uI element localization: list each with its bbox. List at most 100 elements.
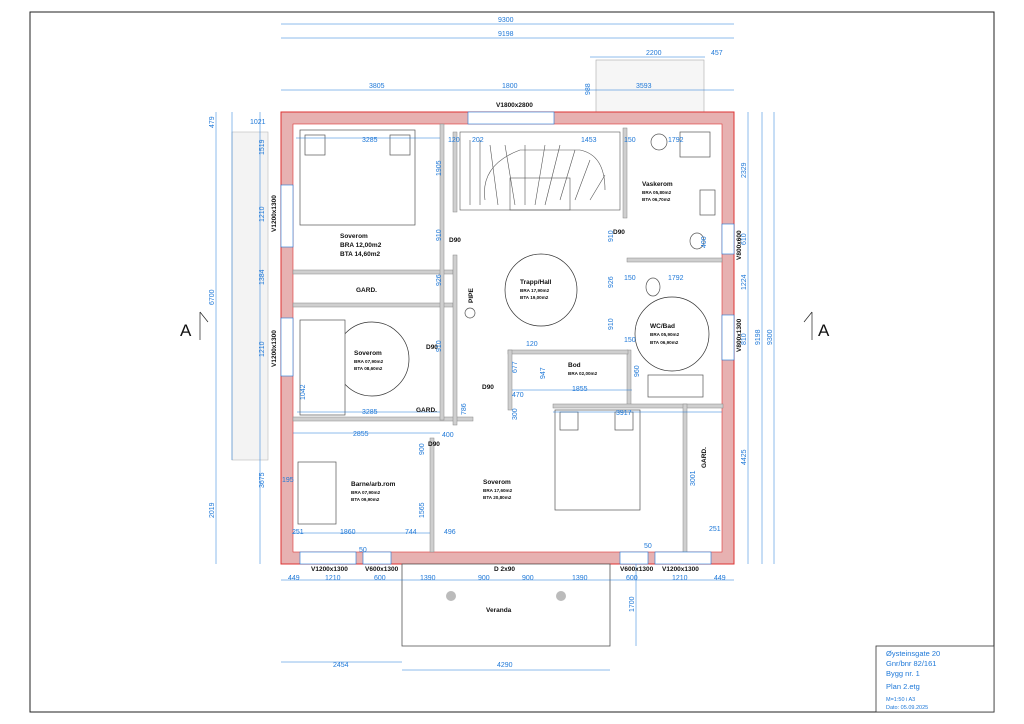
room-soverom-nw-bra: BRA 12,00m2 <box>340 242 382 249</box>
bed-w <box>299 319 346 416</box>
dim-bottom-f: 900 <box>522 575 534 582</box>
dim-right-overall: 9300 <box>767 329 774 345</box>
dim-top-d: 457 <box>711 50 723 57</box>
window-left-1: V1200x1300 <box>271 195 278 232</box>
dim-in-2855: 2855 <box>353 431 369 438</box>
dim-in-300: 300 <box>512 408 519 420</box>
dim-bottom-h: 600 <box>626 575 638 582</box>
dim-in-202: 202 <box>472 137 484 144</box>
dim-bottom-d: 1390 <box>420 575 436 582</box>
dim-in-1042: 1042 <box>300 384 307 400</box>
label-pipe: PIPE <box>468 288 475 303</box>
section-label-left: A <box>180 321 192 340</box>
dim-left-e: 1384 <box>259 269 266 285</box>
label-gard-2: GARD. <box>416 407 437 414</box>
dim-bottom-e: 900 <box>478 575 490 582</box>
exterior-hatch-west <box>231 131 269 461</box>
dim-left-h: 2019 <box>209 502 216 518</box>
room-trapp-bra: BRA 17,90m2 <box>520 288 550 293</box>
dim-top-c: 2200 <box>646 50 662 57</box>
title-block: Øysteinsgate 20 Gnr/bnr 82/161 Bygg nr. … <box>875 645 995 713</box>
dim-in-3001: 3001 <box>690 470 697 486</box>
windows <box>280 111 735 565</box>
window-right-1: V800x600 <box>736 230 743 260</box>
dim-in-1855: 1855 <box>572 386 588 393</box>
dim-right-d: 1224 <box>741 274 748 290</box>
dim-left-b: 1021 <box>250 119 266 126</box>
room-barne-bra: BRA 07,90m2 <box>351 490 381 495</box>
dim-in-50b: 50 <box>644 543 652 550</box>
dim-in-150c: 150 <box>624 337 636 344</box>
dim-in-1565: 1565 <box>419 502 426 518</box>
section-label-right: A <box>818 321 830 340</box>
dim-in-251b: 251 <box>709 526 721 533</box>
room-barne-bta: BTA 09,90m2 <box>351 497 380 502</box>
label-d90-b: D90 <box>613 229 625 236</box>
dim-in-786: 786 <box>461 403 468 415</box>
room-soverom-w-name: Soverom <box>354 350 382 357</box>
desk <box>297 461 337 525</box>
dim-in-470: 470 <box>512 392 524 399</box>
dim-right-c: 610 <box>741 233 748 245</box>
window-bottom-3: V600x1300 <box>620 566 654 573</box>
title-address: Øysteinsgate 20 <box>886 649 940 658</box>
dim-in-926b: 926 <box>608 276 615 288</box>
dimension-lines <box>215 23 775 671</box>
dim-in-1860: 1860 <box>340 529 356 536</box>
dim-in-195: 195 <box>282 477 294 484</box>
dim-bottom-j: 449 <box>714 575 726 582</box>
dim-right-e: 810 <box>741 333 748 345</box>
section-marker-right <box>803 311 813 340</box>
room-wcbad-name: WC/Bad <box>650 323 675 330</box>
dim-top-inner: 9198 <box>498 31 514 38</box>
dim-in-677: 677 <box>512 361 519 373</box>
window-left-2: V1200x1300 <box>271 330 278 367</box>
dim-in-900: 900 <box>419 443 426 455</box>
room-bod-name: Bod <box>568 362 581 369</box>
dim-in-960: 960 <box>634 365 641 377</box>
window-bottom-4: V1200x1300 <box>662 566 699 573</box>
title-date: Dato: 05.09.2025 <box>886 705 928 711</box>
dim-left-f: 1210 <box>259 341 266 357</box>
dim-top-b: 1800 <box>502 83 518 90</box>
dim-bottom-i: 1210 <box>672 575 688 582</box>
room-vaskerom-bra: BRA 05,80m2 <box>642 190 672 195</box>
title-scale: M=1:50 i A3 <box>886 697 915 703</box>
window-top: V1800x2800 <box>496 102 533 109</box>
room-soverom-s-name: Soverom <box>483 479 511 486</box>
dim-in-150b: 150 <box>624 275 636 282</box>
label-d90-d: D90 <box>482 384 494 391</box>
dim-bottom-c: 600 <box>374 575 386 582</box>
dim-in-50a: 50 <box>359 547 367 554</box>
title-bygg: Bygg nr. 1 <box>886 669 920 678</box>
dim-in-3285b: 3285 <box>362 409 378 416</box>
room-trapp-bta: BTA 19,00m2 <box>520 295 549 300</box>
room-wcbad-bra: BRA 05,90m2 <box>650 332 680 337</box>
dim-in-251a: 251 <box>292 529 304 536</box>
dim-in-910d: 910 <box>436 340 443 352</box>
dim-in-1905: 1905 <box>436 160 443 176</box>
furniture-beds <box>297 129 641 525</box>
window-bottom-1: V1200x1300 <box>311 566 348 573</box>
dim-bottom-g: 1390 <box>572 575 588 582</box>
dim-in-1792a: 1792 <box>668 137 684 144</box>
window-right-2: V800x1300 <box>736 318 743 352</box>
dim-top-overall: 9300 <box>498 17 514 24</box>
dim-in-910a: 910 <box>436 229 443 241</box>
dim-in-910b: 910 <box>608 230 615 242</box>
dim-left-a: 479 <box>209 116 216 128</box>
room-soverom-nw-bta: BTA 14,60m2 <box>340 251 380 258</box>
dim-bottom-k: 2454 <box>333 662 349 669</box>
room-trapp-name: Trapp/Hall <box>520 279 552 286</box>
dim-in-1453: 1453 <box>581 137 597 144</box>
interior-walls <box>292 123 724 553</box>
room-bod-bra: BRA 02,00m2 <box>568 371 598 376</box>
dim-top-f: 988 <box>585 83 592 95</box>
label-d90-c: D90 <box>426 344 438 351</box>
room-soverom-s-bra: BRA 17,60m2 <box>483 488 513 493</box>
label-d2x90: D 2x90 <box>494 566 515 573</box>
dim-in-400: 400 <box>442 432 454 439</box>
dim-in-926a: 926 <box>436 274 443 286</box>
dim-right-b: 2329 <box>741 162 748 178</box>
